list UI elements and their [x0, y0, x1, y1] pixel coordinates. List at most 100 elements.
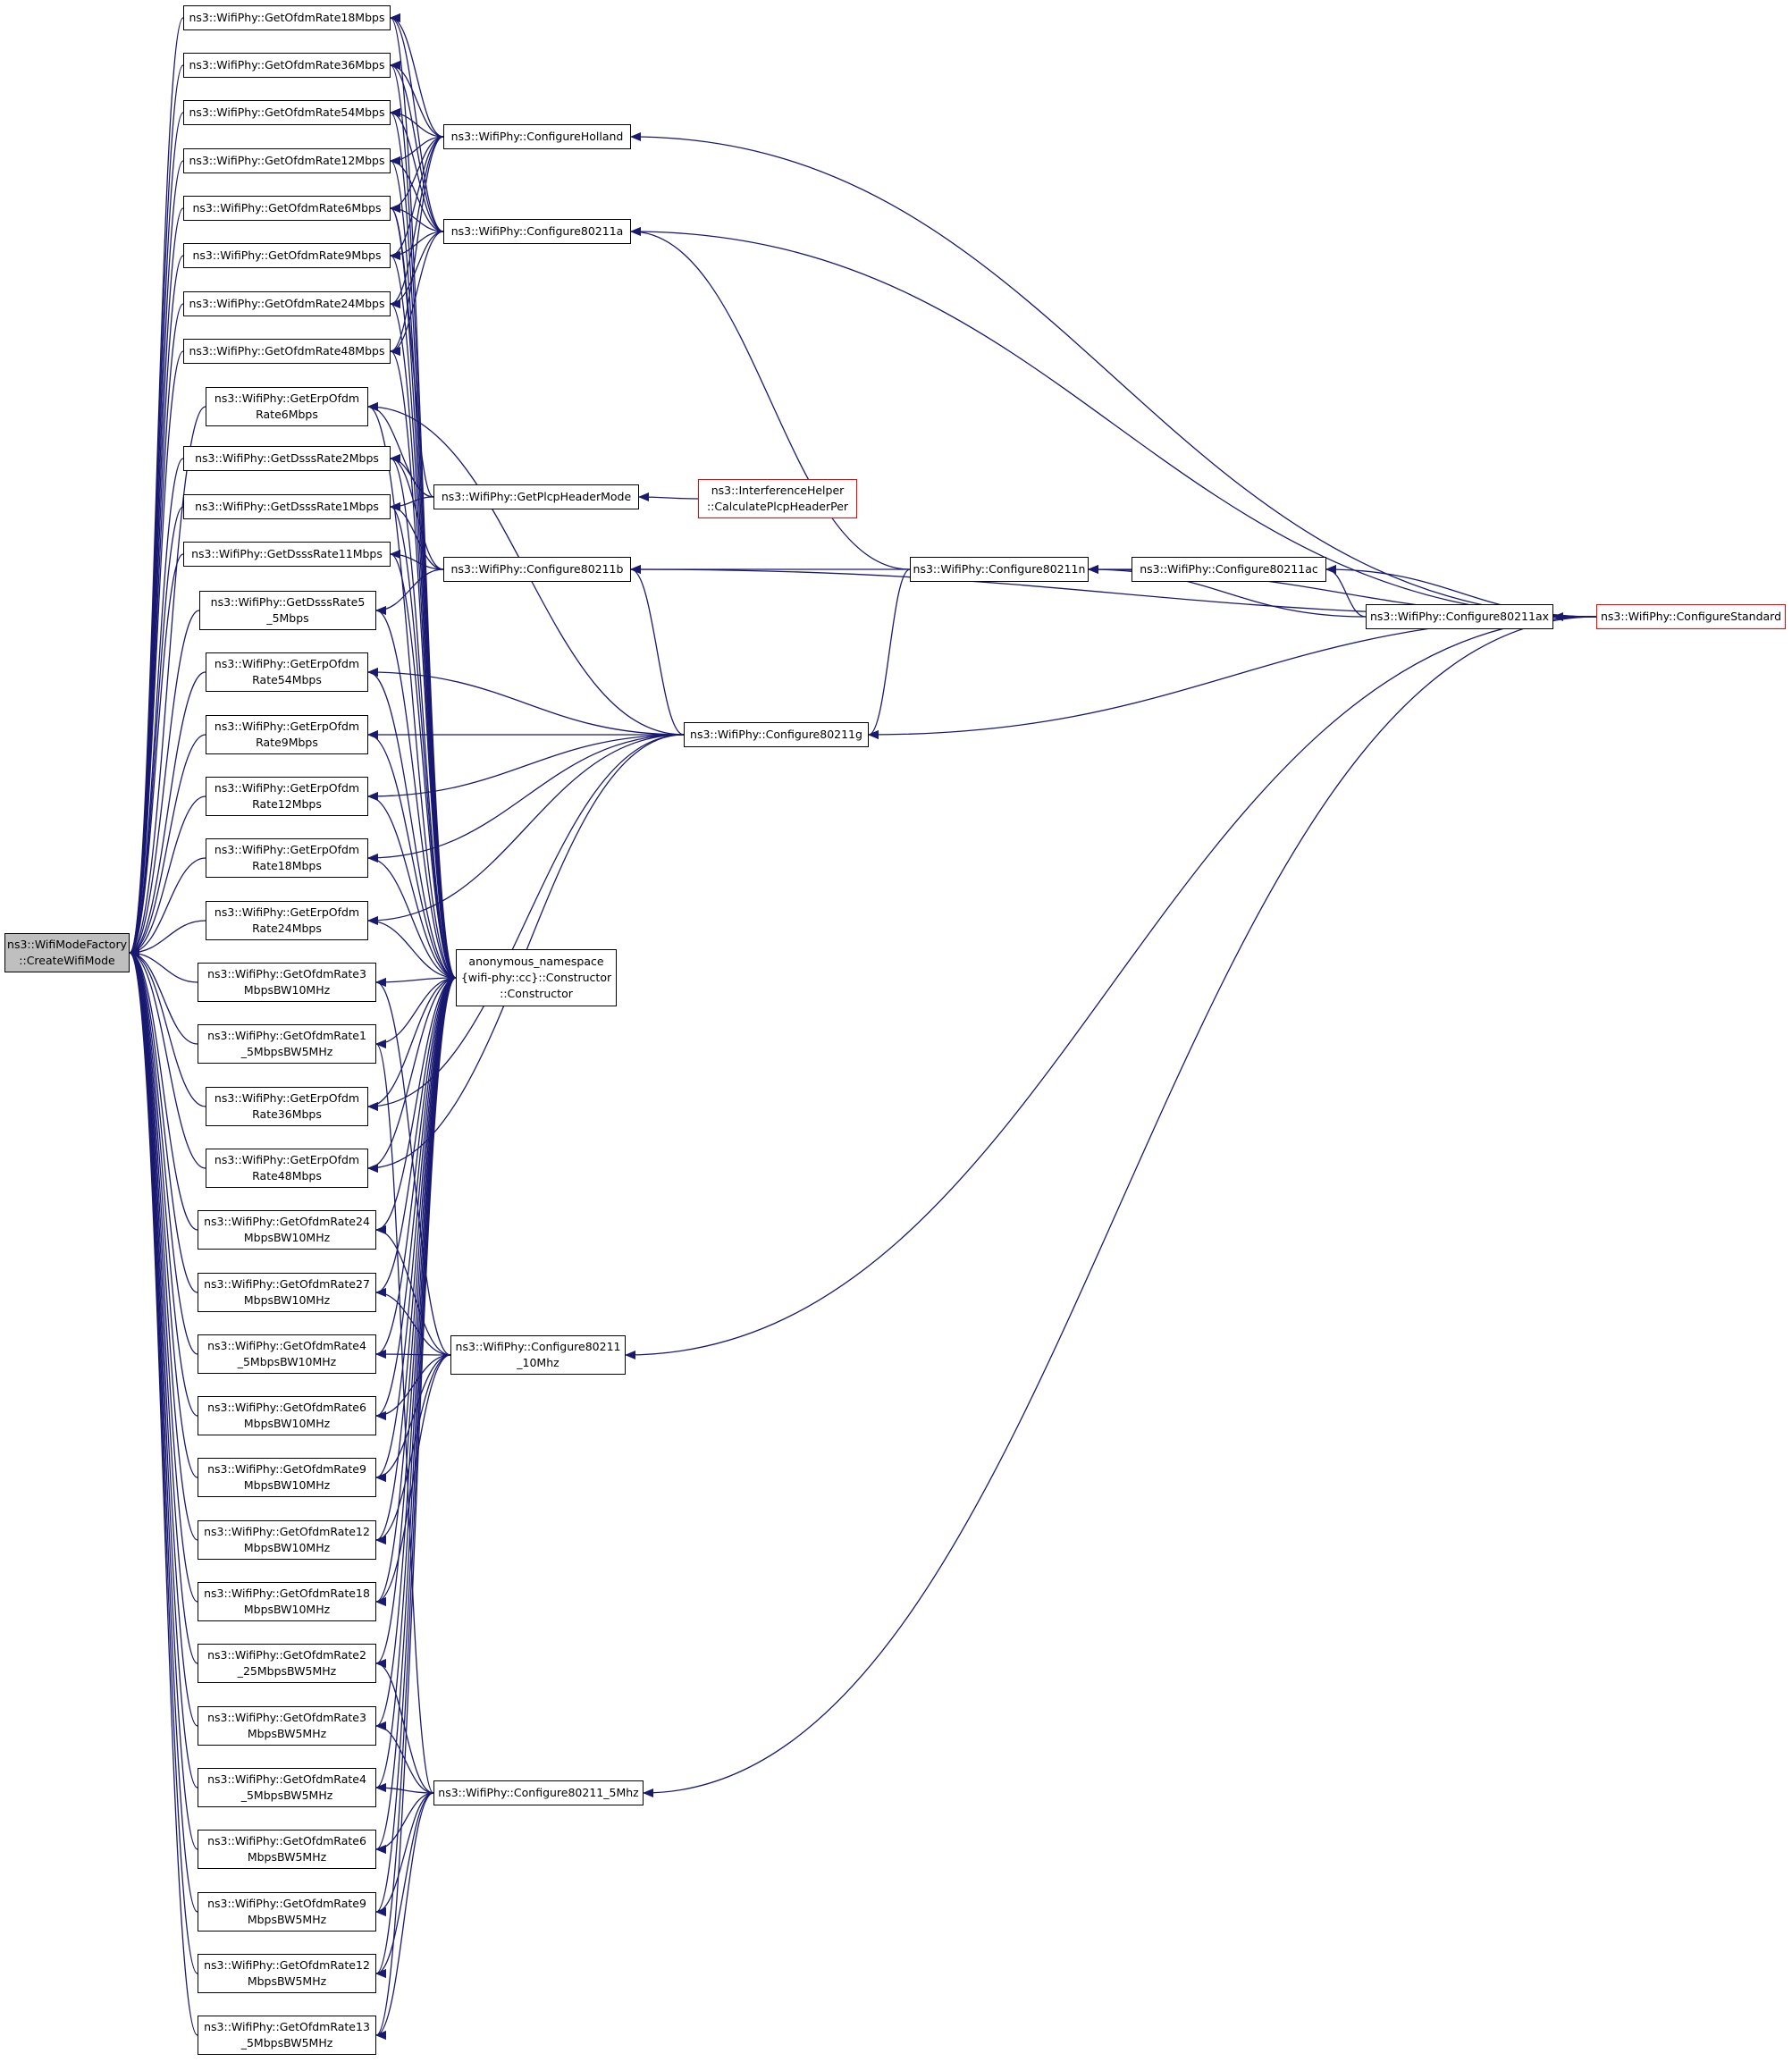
node-label-line: ::CreateWifiMode	[19, 954, 115, 967]
node-configure-80211n[interactable]: ns3::WifiPhy::Configure80211n	[910, 557, 1089, 582]
edge-c10-to-o9bw10	[375, 1354, 451, 1482]
node-configure-standard[interactable]: ns3::WifiPhy::ConfigureStandard	[1596, 604, 1786, 629]
edge-anon-to-o9bw10	[375, 977, 457, 1482]
node-label-line: anonymous_namespace	[468, 955, 604, 968]
node-label-line: ns3::WifiPhy::Configure80211ax	[1369, 610, 1550, 623]
node-get-ofdm-rate-48mbps[interactable]: ns3::WifiPhy::GetOfdmRate48Mbps	[183, 339, 391, 364]
node-get-ofdm-rate-4-5mbps-bw10mhz[interactable]: ns3::WifiPhy::GetOfdmRate4_5MbpsBW10MHz	[198, 1334, 376, 1374]
edge-c5-to-o3bw5	[375, 1721, 434, 1794]
node-configure-80211ac[interactable]: ns3::WifiPhy::Configure80211ac	[1132, 557, 1326, 582]
node-get-dsss-rate-2mbps[interactable]: ns3::WifiPhy::GetDsssRate2Mbps	[183, 446, 391, 471]
edge-anon-to-ofdm48	[390, 347, 457, 979]
node-label-line: ns3::WifiPhy::GetOfdmRate18	[204, 1586, 370, 1600]
node-get-ofdm-rate-2-25mbps-bw5mhz[interactable]: ns3::WifiPhy::GetOfdmRate2_25MbpsBW5MHz	[198, 1644, 376, 1683]
node-label-line: _10Mhz	[517, 1356, 559, 1369]
edge-erp18-to-root	[129, 857, 206, 957]
node-get-dsss-rate-1mbps[interactable]: ns3::WifiPhy::GetDsssRate1Mbps	[183, 494, 391, 519]
node-get-ofdm-rate-9mbps[interactable]: ns3::WifiPhy::GetOfdmRate9Mbps	[183, 243, 391, 268]
edge-c5-to-o135bw5	[375, 1792, 434, 2040]
node-get-ofdm-rate-4-5mbps-bw5mhz[interactable]: ns3::WifiPhy::GetOfdmRate4_5MbpsBW5MHz	[198, 1768, 376, 1807]
node-get-ofdm-rate-54mbps[interactable]: ns3::WifiPhy::GetOfdmRate54Mbps	[183, 100, 391, 125]
node-label-line: MbpsBW10MHz	[243, 1603, 331, 1616]
node-label-line: MbpsBW10MHz	[243, 1417, 331, 1430]
node-configure-80211b[interactable]: ns3::WifiPhy::Configure80211b	[443, 557, 631, 582]
node-get-ofdm-rate-24mbps[interactable]: ns3::WifiPhy::GetOfdmRate24Mbps	[183, 291, 391, 316]
edge-anon-to-erp12	[367, 792, 457, 979]
node-get-plcp-header-mode[interactable]: ns3::WifiPhy::GetPlcpHeaderMode	[433, 484, 639, 509]
node-get-ofdm-rate-18mbps[interactable]: ns3::WifiPhy::GetOfdmRate18Mbps	[183, 5, 391, 30]
edge-anon-to-erp24	[367, 916, 457, 979]
node-label-line: ::CalculatePlcpHeaderPer	[706, 500, 849, 513]
node-get-ofdm-rate-12mbps[interactable]: ns3::WifiPhy::GetOfdmRate12Mbps	[183, 148, 391, 173]
node-interference-helper-calculate-plcp-header-per[interactable]: ns3::InterferenceHelper::CalculatePlcpHe…	[698, 479, 857, 518]
node-label-line: _25MbpsBW5MHz	[237, 1664, 337, 1678]
node-label-line: Rate6Mbps	[256, 408, 318, 421]
node-configure-80211-5mhz[interactable]: ns3::WifiPhy::Configure80211_5Mhz	[433, 1780, 644, 1805]
node-label-line: Rate24Mbps	[252, 922, 322, 935]
node-label-line: MbpsBW10MHz	[243, 983, 331, 997]
edge-anon-to-o24bw10	[375, 977, 457, 1234]
edge-anon-to-o18bw10	[375, 977, 457, 1606]
node-label-line: Rate12Mbps	[252, 797, 322, 811]
node-configure-80211-10mhz[interactable]: ns3::WifiPhy::Configure80211_10Mhz	[450, 1335, 626, 1375]
edge-anon-to-o225bw5	[375, 977, 457, 1668]
node-label-line: ns3::WifiPhy::GetOfdmRate6Mbps	[192, 201, 382, 215]
edge-c11a-to-ofdm36	[390, 61, 444, 232]
node-label-line: MbpsBW10MHz	[243, 1541, 331, 1554]
edge-ofdm24-to-root	[129, 303, 184, 957]
node-label-line: Rate54Mbps	[252, 673, 322, 686]
node-label-line: ns3::WifiPhy::GetErpOfdm	[214, 905, 360, 919]
edge-c5-to-o225bw5	[375, 1659, 434, 1794]
edge-o18bw10-to-root	[129, 948, 198, 1603]
node-root-create-wifi-mode[interactable]: ns3::WifiModeFactory::CreateWifiMode	[4, 933, 130, 972]
node-label-line: ns3::WifiPhy::GetErpOfdm	[214, 1153, 360, 1166]
edge-o9bw5-to-root	[129, 948, 198, 1913]
edge-anon-to-o3bw5	[375, 977, 457, 1730]
node-label-line: ns3::WifiPhy::GetOfdmRate9Mbps	[192, 248, 382, 262]
edge-anon-to-o45bw5	[375, 977, 457, 1792]
node-get-dsss-rate-11mbps[interactable]: ns3::WifiPhy::GetDsssRate11Mbps	[183, 542, 391, 567]
node-get-ofdm-rate-13-5mbps-bw5mhz[interactable]: ns3::WifiPhy::GetOfdmRate13_5MbpsBW5MHz	[198, 2016, 376, 2055]
node-get-ofdm-rate-36mbps[interactable]: ns3::WifiPhy::GetOfdmRate36Mbps	[183, 53, 391, 78]
node-configure-80211a[interactable]: ns3::WifiPhy::Configure80211a	[443, 219, 631, 244]
node-label-line: ns3::WifiPhy::GetErpOfdm	[214, 391, 360, 405]
node-label-line: Rate48Mbps	[252, 1169, 322, 1182]
node-configure-holland[interactable]: ns3::WifiPhy::ConfigureHolland	[443, 124, 631, 149]
edge-o12bw10-to-root	[129, 948, 198, 1541]
node-configure-80211g[interactable]: ns3::WifiPhy::Configure80211g	[684, 722, 869, 747]
node-get-ofdm-rate-1-5mbps-bw5mhz[interactable]: ns3::WifiPhy::GetOfdmRate1_5MbpsBW5MHz	[198, 1024, 376, 1064]
node-label-line: Rate18Mbps	[252, 859, 322, 872]
node-configure-80211ax[interactable]: ns3::WifiPhy::Configure80211ax	[1366, 604, 1553, 629]
node-label-line: MbpsBW10MHz	[243, 1478, 331, 1492]
edge-erp54-to-root	[129, 671, 206, 957]
node-get-ofdm-rate-6mbps[interactable]: ns3::WifiPhy::GetOfdmRate6Mbps	[183, 196, 391, 221]
edge-anon-to-o27bw10	[375, 977, 457, 1297]
edge-c11g-to-c11b	[630, 565, 685, 736]
node-get-dsss-rate-5-5mbps[interactable]: ns3::WifiPhy::GetDsssRate5_5Mbps	[199, 591, 376, 630]
node-anonymous-namespace-constructor[interactable]: anonymous_namespace{wifi-phy::cc}::Const…	[456, 949, 617, 1006]
edge-o9bw10-to-root	[129, 948, 198, 1478]
edge-o45bw5-to-root	[129, 948, 198, 1788]
edge-anon-to-erp9	[367, 730, 457, 979]
edge-anon-to-o15bw5	[375, 977, 457, 1048]
edge-anon-to-erp18	[367, 854, 457, 979]
